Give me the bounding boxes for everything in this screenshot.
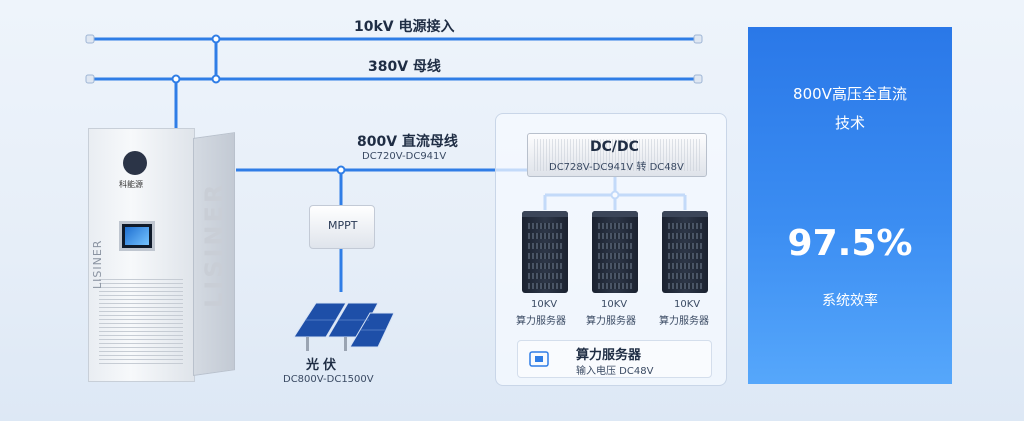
cabinet-front-brand: LISINER — [91, 239, 104, 289]
solar-panel-icon — [293, 302, 395, 351]
efficiency-label: 系统效率 — [822, 293, 878, 309]
pv-range: DC800V-DC1500V — [283, 374, 374, 385]
bus-end-cap — [693, 34, 703, 44]
server-2-voltage: 10KV — [601, 299, 628, 310]
dcdc-desc: DC728V-DC941V 转 DC48V — [549, 162, 684, 173]
server-group-subtitle: 输入电压 DC48V — [576, 366, 654, 377]
bus-800v-label: 800V 直流母线 — [357, 134, 458, 150]
mppt-unit: MPPT — [309, 205, 375, 249]
bus-node — [211, 34, 221, 44]
bus-end-cap — [693, 74, 703, 84]
bus-node — [211, 74, 221, 84]
bus-node — [336, 165, 346, 175]
energy-storage-cabinet: 科能源 LISINER LISINER — [88, 128, 236, 382]
server-group-legend: 算力服务器 输入电压 DC48V — [517, 340, 712, 378]
tech-line-1: 800V高压全直流 — [793, 85, 907, 103]
server-chip-icon — [529, 351, 549, 367]
bus-800v-range: DC720V-DC941V — [362, 151, 447, 162]
cabinet-vent — [99, 279, 183, 367]
server-rack-icon — [662, 211, 708, 293]
cabinet-front: 科能源 LISINER — [88, 128, 195, 382]
cabinet-side-brand: LISINER — [200, 181, 228, 308]
dcdc-converter — [527, 133, 707, 177]
tech-line-2: 技术 — [834, 114, 865, 132]
server-rack-icon — [592, 211, 638, 293]
server-group-title: 算力服务器 — [576, 348, 642, 363]
hmi-screen — [119, 221, 155, 251]
bus-end-cap — [85, 74, 95, 84]
dcdc-title: DC/DC — [590, 139, 639, 155]
pv-label: 光伏 — [306, 358, 341, 373]
bus-380v-label: 380V 母线 — [368, 59, 441, 75]
bus-end-cap — [85, 34, 95, 44]
server-2-label: 算力服务器 — [586, 316, 636, 327]
mppt-label: MPPT — [328, 219, 358, 232]
bus-node — [171, 74, 181, 84]
bus-10kv-label: 10kV 电源接入 — [354, 19, 455, 35]
server-1-label: 算力服务器 — [516, 316, 566, 327]
efficiency-value: 97.5% — [787, 223, 913, 264]
server-1-voltage: 10KV — [531, 299, 558, 310]
server-3-label: 算力服务器 — [659, 316, 709, 327]
server-3-voltage: 10KV — [674, 299, 701, 310]
brand-logo-icon — [123, 151, 147, 175]
server-rack-icon — [522, 211, 568, 293]
cabinet-brand-short: 科能源 — [119, 180, 143, 189]
highlight-panel: 800V高压全直流 技术 97.5% 系统效率 — [748, 27, 952, 384]
